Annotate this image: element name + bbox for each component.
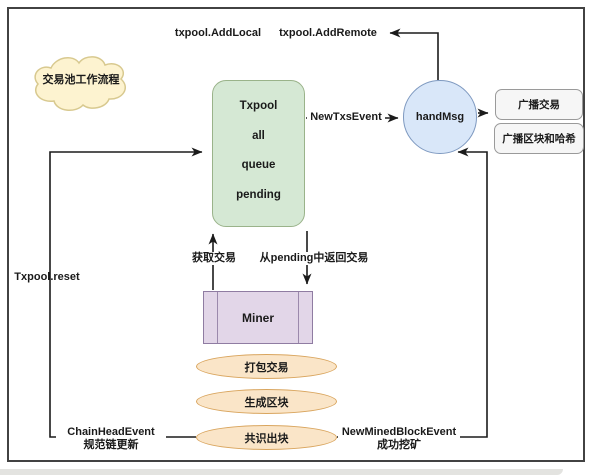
step-consensus-block-label: 共识出块 bbox=[244, 432, 289, 445]
label-return-from-pending: 从pending中返回交易 bbox=[253, 252, 375, 265]
chainheadevent-name: ChainHeadEvent bbox=[67, 426, 155, 438]
label-newminedblockevent: NewMinedBlockEvent 成功挖矿 bbox=[338, 426, 460, 451]
newminedblockevent-sub: 成功挖矿 bbox=[377, 438, 421, 451]
node-miner: Miner bbox=[203, 291, 313, 344]
label-txpool-addremote: txpool.AddRemote bbox=[279, 27, 377, 39]
connector-newminedblock-to-handmsg bbox=[337, 147, 488, 438]
connector-handmsg-to-addremote bbox=[389, 28, 439, 80]
label-txpool-addlocal: txpool.AddLocal bbox=[174, 27, 262, 39]
screenshot-edge-strip bbox=[0, 469, 563, 475]
txpool-item-queue: queue bbox=[241, 159, 276, 172]
cloud-shape bbox=[34, 56, 126, 111]
miner-inner-line-right bbox=[298, 292, 299, 343]
newminedblockevent-name: NewMinedBlockEvent bbox=[341, 426, 457, 438]
connector-chainhead-reset bbox=[49, 147, 203, 438]
broadcast-block-hash-label: 广播区块和哈希 bbox=[502, 133, 576, 145]
txpool-item-pending: pending bbox=[236, 189, 281, 202]
label-fetch-tx: 获取交易 bbox=[185, 252, 243, 265]
node-broadcast-tx: 广播交易 bbox=[495, 89, 583, 120]
broadcast-tx-label: 广播交易 bbox=[518, 99, 560, 111]
node-step-generate-block: 生成区块 bbox=[196, 389, 337, 414]
workflow-cloud bbox=[28, 48, 133, 118]
node-step-package-tx: 打包交易 bbox=[196, 354, 337, 379]
step-package-tx-label: 打包交易 bbox=[244, 361, 289, 374]
label-txpool-reset: Txpool.reset bbox=[14, 271, 80, 283]
node-txpool: Txpool all queue pending bbox=[212, 80, 305, 227]
handmsg-label: handMsg bbox=[415, 111, 465, 123]
miner-label: Miner bbox=[241, 310, 274, 325]
node-step-consensus-block: 共识出块 bbox=[196, 425, 337, 450]
node-broadcast-block-hash: 广播区块和哈希 bbox=[494, 123, 584, 154]
label-chainheadevent: ChainHeadEvent 规范链更新 bbox=[56, 426, 166, 451]
step-generate-block-label: 生成区块 bbox=[244, 396, 289, 409]
miner-inner-line-left bbox=[217, 292, 218, 343]
node-handmsg: handMsg bbox=[403, 80, 477, 154]
txpool-title: Txpool bbox=[239, 99, 278, 112]
cloud-title: 交易池工作流程 bbox=[42, 74, 120, 86]
chainheadevent-sub: 规范链更新 bbox=[83, 438, 139, 451]
txpool-item-all: all bbox=[252, 129, 265, 142]
label-newtxsevent: NewTxsEvent bbox=[307, 111, 385, 124]
